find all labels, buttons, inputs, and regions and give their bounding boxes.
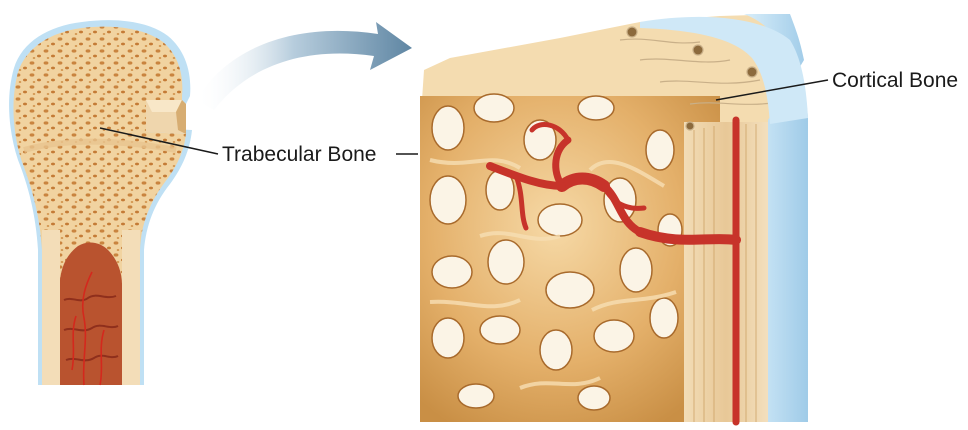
- cortical-wall-right: [122, 230, 140, 385]
- long-bone-section: [9, 20, 192, 385]
- zoom-arrow: [196, 22, 412, 110]
- trabecular-bone-block: [420, 14, 808, 422]
- cortical-bone-label: Cortical Bone: [832, 70, 958, 91]
- cortical-layer: [684, 122, 768, 422]
- trabecular-bone-label: Trabecular Bone: [222, 144, 376, 165]
- marrow-cavity: [60, 243, 122, 385]
- cutout-notch-top: [146, 100, 182, 112]
- cortical-wall-left: [42, 230, 60, 385]
